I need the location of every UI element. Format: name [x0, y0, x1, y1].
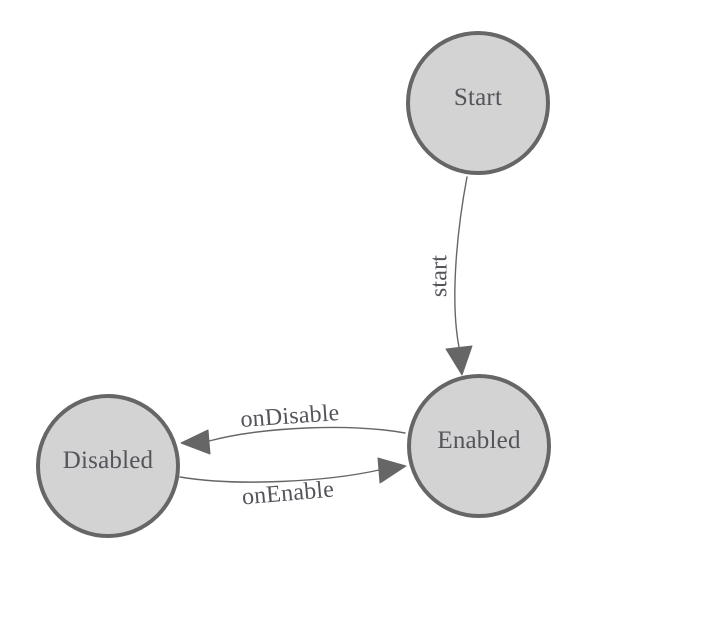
- arrowhead-disabled-to-enabled: [377, 457, 407, 484]
- state-node-enabled-label: Enabled: [437, 427, 521, 454]
- edge-enabled-to-disabled[interactable]: [208, 426, 406, 442]
- state-node-start-label: Start: [453, 84, 503, 111]
- state-node-disabled-label: Disabled: [62, 447, 154, 474]
- edge-start-to-enabled[interactable]: [454, 176, 468, 348]
- state-node-disabled[interactable]: Disabled: [36, 394, 180, 538]
- state-node-start[interactable]: Start: [406, 31, 550, 175]
- arrowhead-enabled-to-disabled: [180, 429, 211, 455]
- state-node-enabled[interactable]: Enabled: [407, 374, 551, 518]
- edge-disabled-to-enabled[interactable]: [179, 469, 380, 483]
- edge-label-start[interactable]: start: [426, 254, 453, 298]
- arrowhead-start-to-enabled: [445, 345, 473, 376]
